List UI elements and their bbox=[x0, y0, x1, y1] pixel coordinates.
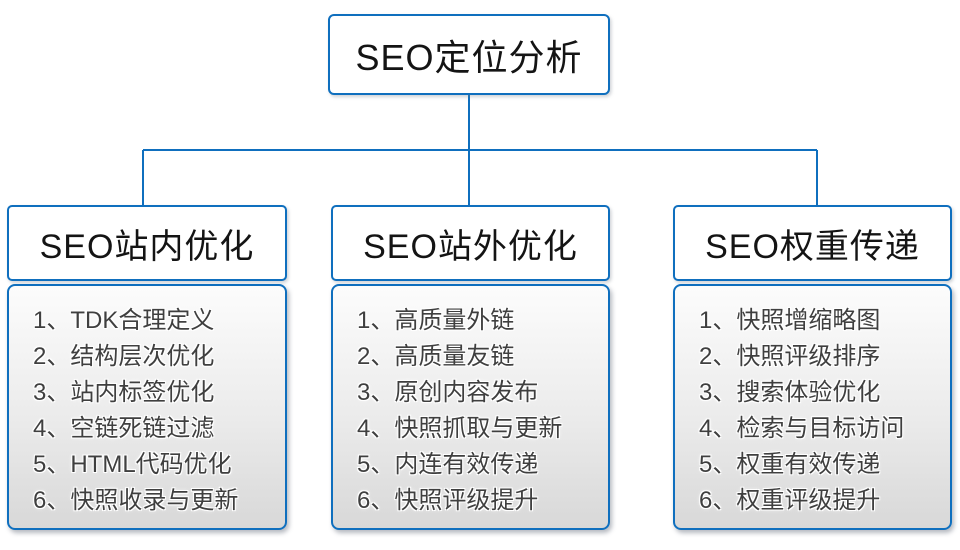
list-item: 1、TDK合理定义 bbox=[33, 307, 215, 334]
root-node-seo-positioning: SEO定位分析 bbox=[328, 14, 610, 95]
list-item: 1、快照增缩略图 bbox=[699, 307, 881, 334]
branch-header-onsite: SEO站内优化 bbox=[7, 205, 287, 281]
list-item: 2、快照评级排序 bbox=[699, 343, 881, 370]
list-item: 4、检索与目标访问 bbox=[699, 415, 905, 442]
list-item: 6、权重评级提升 bbox=[699, 487, 881, 514]
list-item: 4、空链死链过滤 bbox=[33, 415, 215, 442]
branch-list-onsite: 1、TDK合理定义 2、结构层次优化 3、站内标签优化 4、空链死链过滤 5、HTML代… bbox=[7, 284, 287, 530]
branch-header-weight: SEO权重传递 bbox=[673, 205, 952, 281]
list-item: 5、权重有效传递 bbox=[699, 451, 881, 478]
list-item: 3、搜索体验优化 bbox=[699, 379, 881, 406]
branch-title: SEO站内优化 bbox=[39, 227, 255, 266]
list-item: 2、高质量友链 bbox=[357, 343, 515, 370]
branch-title: SEO站外优化 bbox=[363, 227, 578, 266]
list-item: 5、内连有效传递 bbox=[357, 451, 539, 478]
list-item: 1、高质量外链 bbox=[357, 307, 515, 334]
list-item: 4、快照抓取与更新 bbox=[357, 415, 563, 442]
list-item: 5、HTML代码优化 bbox=[33, 451, 232, 478]
branch-title: SEO权重传递 bbox=[705, 227, 920, 266]
list-item: 2、结构层次优化 bbox=[33, 343, 215, 370]
root-node-title: SEO定位分析 bbox=[355, 36, 583, 78]
list-item: 6、快照评级提升 bbox=[357, 487, 539, 514]
branch-header-offsite: SEO站外优化 bbox=[331, 205, 610, 281]
list-item: 3、站内标签优化 bbox=[33, 379, 215, 406]
branch-list-weight: 1、快照增缩略图 2、快照评级排序 3、搜索体验优化 4、检索与目标访问 5、权重有效传… bbox=[673, 284, 952, 530]
list-item: 3、原创内容发布 bbox=[357, 379, 539, 406]
branch-list-offsite: 1、高质量外链 2、高质量友链 3、原创内容发布 4、快照抓取与更新 5、内连有效传递 6… bbox=[331, 284, 610, 530]
list-item: 6、快照收录与更新 bbox=[33, 487, 239, 514]
